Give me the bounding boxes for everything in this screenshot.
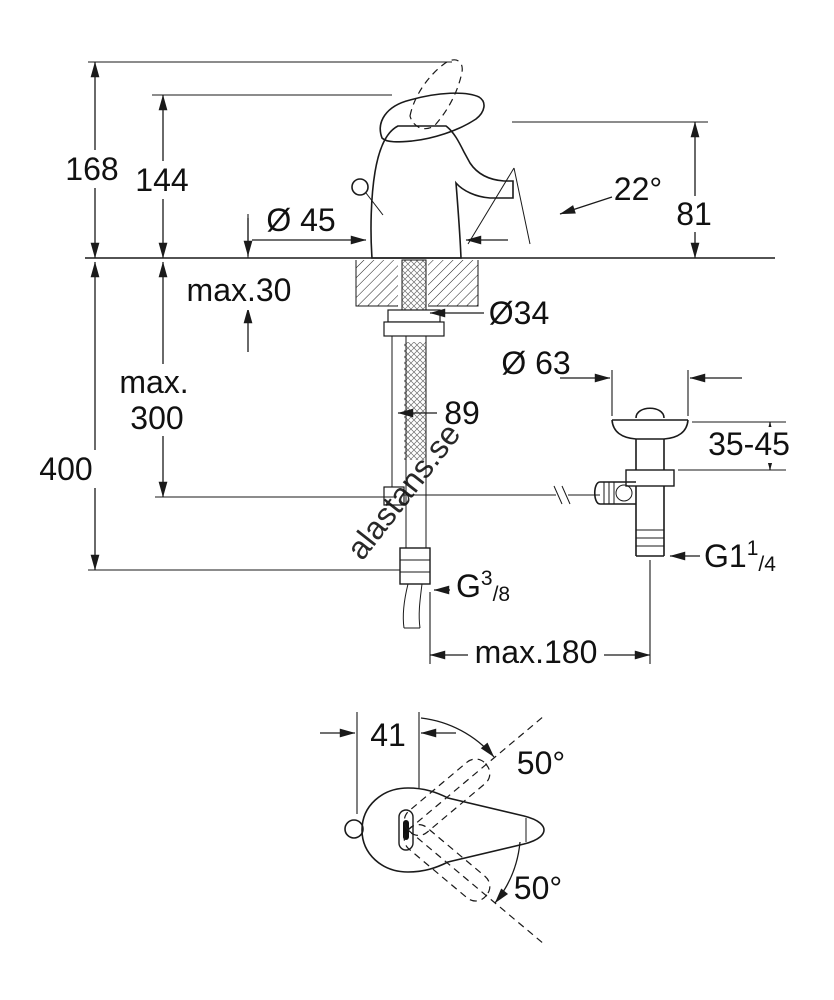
hose-tail [402, 583, 423, 629]
hose-nut [399, 547, 431, 585]
dim-max300-value: 300 [130, 400, 183, 436]
pop-up-waste [593, 407, 689, 557]
dim-50-bottom-label: 50° [514, 870, 562, 906]
dim-400-label: 400 [39, 451, 92, 487]
dimension-layer: 168 144 Ø 45 22° 81 max.30 Ø34 Ø 63 max.… [36, 61, 794, 672]
spout-angle-lines [467, 167, 531, 245]
label-mask [468, 634, 604, 672]
dim-81-label: 81 [676, 196, 712, 232]
dim-50-top-label: 50° [517, 745, 565, 781]
dim-168-label: 168 [65, 151, 118, 187]
pull-rod-knob-stem [365, 192, 384, 216]
mounting-shank [401, 259, 427, 311]
dim-22-leader [559, 196, 613, 215]
hose-nut-facets [400, 559, 430, 573]
label-mask [112, 364, 198, 400]
dim-34-label: Ø34 [489, 295, 549, 331]
dim-63-label: Ø 63 [501, 345, 570, 381]
dim-3545-label: 35-45 [708, 426, 790, 462]
label-mask [58, 150, 128, 188]
waste-body [635, 486, 665, 557]
label-mask [706, 427, 794, 463]
label-mask [172, 272, 306, 310]
extension-lines [88, 61, 786, 664]
countertop-hatch-left [356, 260, 398, 306]
dim-22-label: 22° [614, 171, 662, 207]
waste-cap-dome [635, 407, 665, 419]
side-view [85, 59, 775, 629]
top-view [344, 715, 545, 945]
dim-89-label: 89 [444, 395, 480, 431]
label-mask [36, 450, 102, 488]
faucet-handle [379, 92, 485, 143]
rod-break-symbol [553, 485, 571, 505]
waste-locknut [625, 469, 675, 487]
dim-g38-label: G3/8 [456, 567, 510, 606]
dim-50-top-arc [420, 717, 495, 758]
top-view-body [361, 787, 545, 873]
dim-45-label: Ø 45 [266, 202, 335, 238]
mounting-nut [383, 321, 445, 337]
faucet-body [370, 125, 514, 259]
rod-clamp [383, 486, 405, 506]
dim-144-label: 144 [135, 162, 188, 198]
handle-raised-dashed [409, 59, 463, 130]
swing-centerlines [407, 715, 545, 945]
label-mask [116, 400, 198, 436]
label-mask [362, 718, 414, 752]
countertop-hatch-right [428, 260, 478, 306]
mounting-washer [387, 309, 441, 323]
dim-g114-label: G11/4 [704, 537, 776, 576]
top-view-dimensions: 41 50° 50° [320, 712, 565, 906]
lever-ball-joint [615, 484, 633, 502]
lever-boss-knurl [603, 482, 615, 504]
watermark: alastans.se [339, 416, 467, 566]
dim-50-bottom-arc [494, 841, 521, 904]
waste-flange [611, 419, 689, 440]
dim-max30-label: max.30 [187, 272, 292, 308]
waste-thread-lines [636, 529, 664, 547]
waste-neck [635, 439, 665, 470]
top-view-pull-knob [344, 819, 364, 839]
shank-thread-texture [404, 342, 426, 460]
dim-41-extension-lines [356, 712, 420, 814]
label-mask [664, 196, 724, 232]
dim-max300-word: max. [119, 364, 188, 400]
dim-max180-label: max.180 [475, 634, 598, 670]
waste-lever-boss [593, 481, 636, 505]
countertop-hatch-edges [355, 260, 479, 307]
label-mask [128, 161, 198, 199]
dim-41-label: 41 [370, 717, 406, 753]
pull-rod-knob [351, 178, 369, 196]
